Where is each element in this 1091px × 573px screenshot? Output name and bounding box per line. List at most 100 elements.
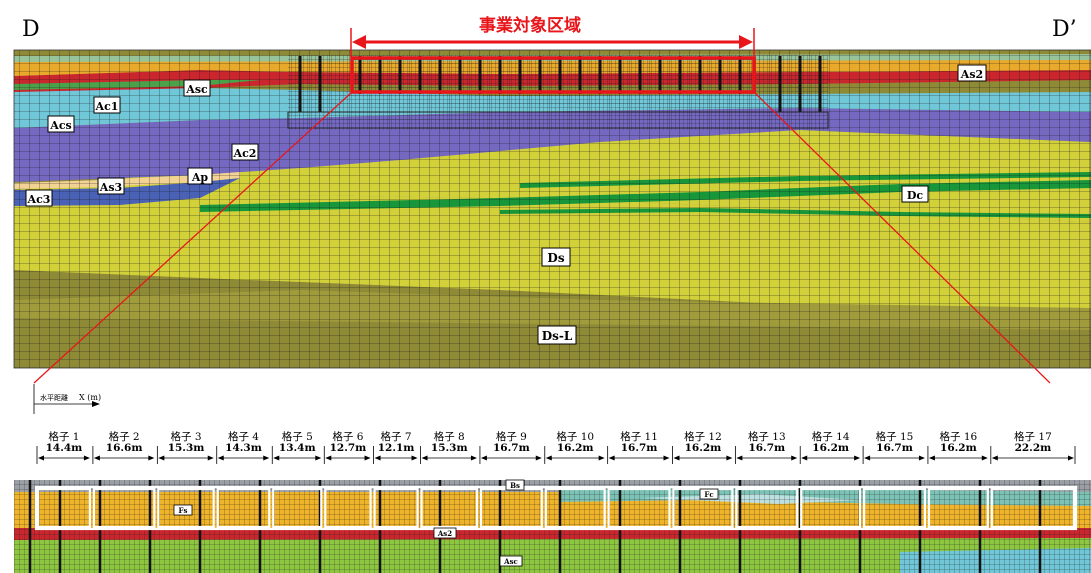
svg-text:Ds: Ds — [547, 251, 564, 265]
grid-cell — [36, 487, 92, 529]
grid-width: 16.7m — [876, 442, 913, 454]
label-ap: Ap — [187, 167, 213, 185]
grid-cell — [324, 487, 372, 529]
layer-labels: Asc Ac1 Acs Ac2 Ap As3 Ac3 As2 Dc Ds Ds-… — [25, 64, 987, 345]
arrow-left-icon — [325, 455, 332, 461]
grid-width: 16.2m — [557, 442, 594, 454]
detail-label-fc: Fc — [699, 488, 719, 500]
grid-column: 格子 114.4m — [36, 430, 90, 464]
svg-text:Fs: Fs — [179, 506, 188, 515]
grid-column: 格子 216.6m — [92, 430, 155, 464]
label-as3: As3 — [97, 177, 125, 195]
arrow-right-icon — [207, 455, 214, 461]
arrow-right-icon — [263, 455, 270, 461]
grid-name: 格子 9 — [496, 430, 527, 443]
arrow-right-icon — [598, 455, 605, 461]
grid-width: 16.2m — [812, 442, 849, 454]
arrow-right-icon — [411, 455, 418, 461]
detail-label-asc: Asc — [499, 555, 523, 567]
grid-name: 格子 6 — [332, 430, 363, 443]
grid-cell — [990, 487, 1076, 529]
label-asc: Asc — [183, 79, 211, 97]
project-area-frame — [350, 56, 756, 94]
grid-cell — [373, 487, 419, 529]
grid-width: 16.6m — [106, 442, 143, 454]
label-dc: Dc — [901, 185, 929, 203]
svg-text:Bs: Bs — [510, 481, 520, 490]
axis-caption: 水平距離 — [40, 393, 68, 402]
grid-width: 15.3m — [431, 442, 468, 454]
project-area-label: 事業対象区域 — [479, 15, 581, 36]
arrow-left-icon — [673, 455, 680, 461]
svg-text:Ds-L: Ds-L — [542, 329, 573, 343]
arrow-left-icon — [217, 455, 224, 461]
svg-text:As2: As2 — [960, 68, 983, 81]
arrow-left-icon — [480, 455, 487, 461]
grid-width: 22.2m — [1015, 442, 1052, 454]
svg-text:Ac2: Ac2 — [233, 147, 257, 160]
grid-width: 12.7m — [330, 442, 367, 454]
grid-column: 格子 612.7m — [323, 430, 371, 464]
svg-text:Ac3: Ac3 — [27, 193, 51, 206]
geologic-section — [14, 50, 1091, 368]
arrow-left-icon — [545, 455, 552, 461]
arrow-left-icon — [38, 455, 44, 461]
arrow-right-icon — [918, 455, 925, 461]
svg-text:Ap: Ap — [191, 171, 209, 184]
arrow-right-icon — [83, 455, 90, 461]
grid-width: 16.2m — [685, 442, 722, 454]
arrow-left-icon — [273, 455, 280, 461]
grid-width: 16.2m — [940, 442, 977, 454]
grid-name: 格子 11 — [620, 430, 658, 443]
arrow-right-icon — [148, 455, 155, 461]
arrow-left-icon — [374, 455, 381, 461]
label-ds-l: Ds-L — [537, 325, 577, 345]
section-label-left: D — [22, 17, 40, 42]
label-as2: As2 — [957, 64, 987, 82]
detail-labels: Bs Fc Fs As2 Asc — [173, 479, 719, 567]
x-axis-indicator: 水平距離 X (m) — [33, 384, 101, 414]
grid-outer-frame — [34, 485, 1078, 531]
grid-width: 13.4m — [279, 442, 316, 454]
grid-name: 格子 12 — [684, 430, 722, 443]
arrow-right-icon — [470, 455, 477, 461]
arrow-left-icon — [928, 455, 935, 461]
grid-cell — [216, 487, 271, 529]
arrow-left-icon — [864, 455, 871, 461]
grid-cell — [544, 487, 606, 529]
arrow-right-icon — [315, 455, 322, 461]
zoom-line-left — [33, 91, 353, 384]
arrow-right-icon — [791, 455, 798, 461]
grid-name: 格子 2 — [109, 430, 140, 443]
grid-name: 格子 14 — [812, 430, 850, 443]
grid-name: 格子 1 — [48, 430, 79, 443]
grid-column: 格子 815.3m — [420, 430, 477, 464]
grid-width: 12.1m — [378, 442, 415, 454]
grid-cell — [272, 487, 323, 529]
arrow-left-icon — [158, 455, 165, 461]
arrow-left-icon — [991, 455, 998, 461]
arrow-left-icon — [352, 35, 366, 49]
grid-cell — [927, 487, 989, 529]
axis-label: X (m) — [79, 393, 101, 402]
svg-text:Asc: Asc — [185, 83, 208, 96]
grid-cell — [607, 487, 671, 529]
arrow-left-icon — [421, 455, 428, 461]
zoom-line-right — [753, 91, 1051, 384]
grid-cell — [735, 487, 799, 529]
grid-name: 格子 4 — [228, 430, 259, 443]
grid-column: 格子 712.1m — [373, 430, 418, 464]
grid-cell — [157, 487, 215, 529]
detail-label-bs: Bs — [505, 479, 525, 491]
grid-name: 格子 8 — [434, 430, 465, 443]
grid-cell — [800, 487, 862, 529]
grid-width: 15.3m — [168, 442, 205, 454]
grid-width: 16.7m — [748, 442, 785, 454]
